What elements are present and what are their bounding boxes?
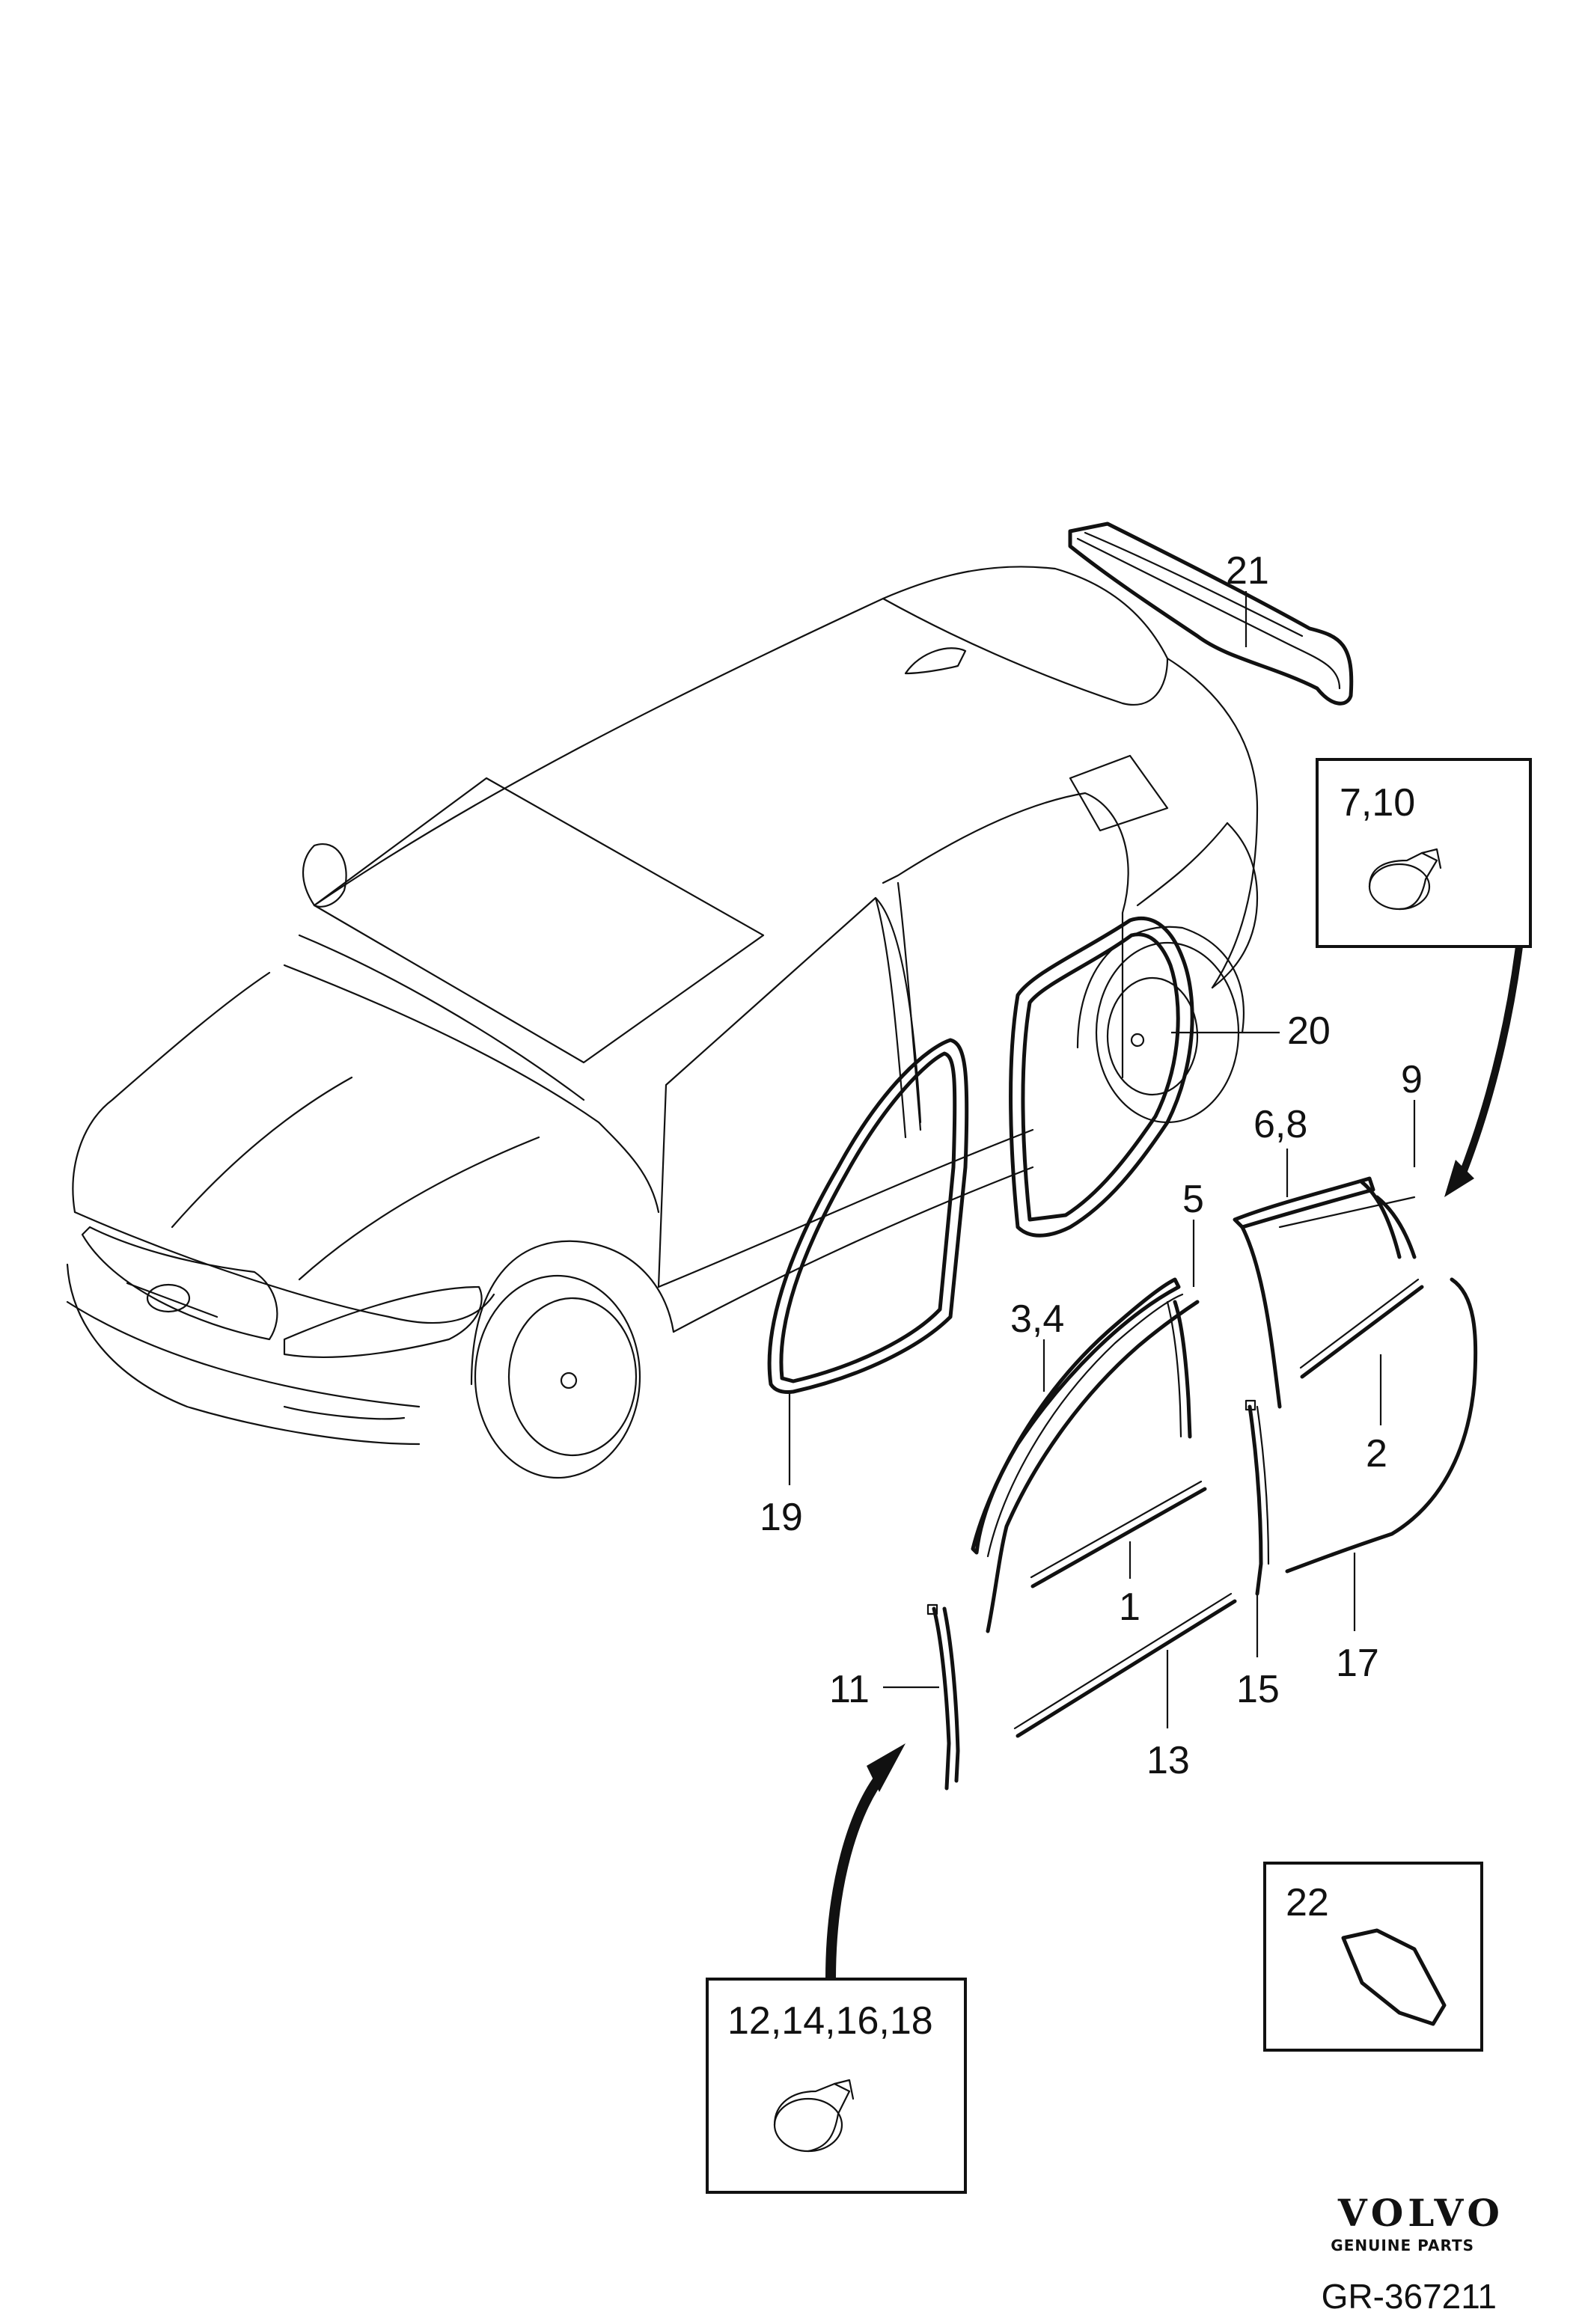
front-window-moulding-part (1030, 1480, 1207, 1588)
tailgate-seal-part (1068, 522, 1354, 706)
callout-9: 9 (1401, 1058, 1423, 1101)
volvo-logo-text: VOLVO (1337, 2191, 1504, 2235)
arrow-from-clip-12-18 (825, 1743, 906, 1980)
callout-15: 15 (1236, 1668, 1280, 1711)
callout-7-10: 7,10 (1340, 781, 1415, 825)
front-door-seal-part (767, 1038, 969, 1394)
rear-window-moulding-part (1299, 1278, 1424, 1379)
arrow-from-clip-7-10 (1444, 946, 1523, 1197)
callout-19: 19 (760, 1496, 803, 1539)
rear-pillar-trim-part (1245, 1399, 1270, 1596)
callout-5: 5 (1182, 1178, 1204, 1221)
brand-block: VOLVO GENUINE PARTS GR-367211 (1322, 2191, 1504, 2316)
callout-22: 22 (1286, 1881, 1329, 1924)
clip-box-22 (1263, 1862, 1483, 2052)
genuine-parts-text: GENUINE PARTS (1331, 2236, 1474, 2254)
clip-box-7-10 (1316, 758, 1532, 948)
callout-17: 17 (1336, 1642, 1379, 1685)
front-pillar-trim-part (926, 1603, 960, 1791)
callout-2: 2 (1366, 1432, 1387, 1476)
drawing-reference: GR-367211 (1322, 2277, 1497, 2316)
callout-3-4: 3,4 (1010, 1297, 1064, 1341)
callout-labels: 21 7,10 20 9 6,8 5 3,4 2 19 1 17 11 15 1… (727, 549, 1423, 2043)
rear-window-channel-part (1233, 1176, 1417, 1409)
front-sill-moulding-part (1013, 1592, 1237, 1738)
car-body-illustration (66, 566, 1259, 1479)
callout-20: 20 (1287, 1009, 1331, 1053)
rear-door-seal-part (1009, 916, 1194, 1238)
callout-11: 11 (829, 1668, 870, 1711)
callout-13: 13 (1146, 1739, 1190, 1782)
front-window-channel-part (971, 1277, 1200, 1633)
rear-door-edge-seal-part (1285, 1277, 1478, 1574)
callout-1: 1 (1119, 1585, 1140, 1629)
clip-box-12-14-16-18 (706, 1978, 967, 2194)
callout-6-8: 6,8 (1253, 1103, 1307, 1146)
callout-12-14-16-18: 12,14,16,18 (727, 1999, 933, 2043)
callout-21: 21 (1226, 549, 1269, 593)
leader-lines (788, 591, 1416, 1728)
